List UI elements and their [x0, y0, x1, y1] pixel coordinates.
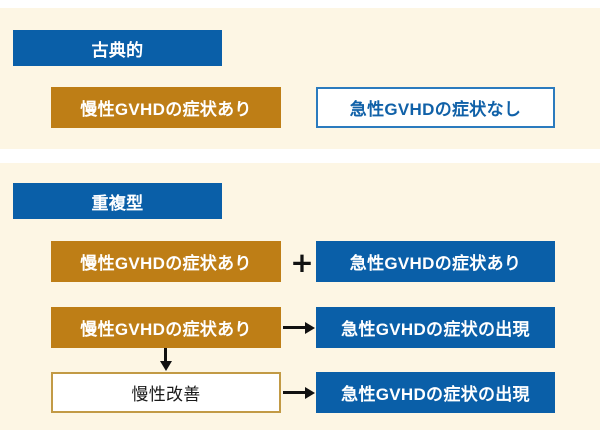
section-classic: 古典的 慢性GVHDの症状あり 急性GVHDの症状なし [0, 8, 600, 149]
classic-row-1-right-box: 急性GVHDの症状なし [316, 87, 555, 128]
arrow-shaft [164, 348, 167, 362]
overlap-row-2-left-box: 慢性GVHDの症状あり [51, 307, 281, 348]
arrow-down-icon [160, 348, 172, 371]
arrow-right-icon-row-3 [283, 387, 315, 399]
overlap-row-1-right-box: 急性GVHDの症状あり [316, 241, 555, 282]
arrow-shaft [283, 391, 307, 394]
overlap-row-3-left-box: 慢性改善 [51, 372, 281, 413]
section-overlap: 重複型 慢性GVHDの症状あり + 急性GVHDの症状あり 慢性GVHDの症状あ… [0, 163, 600, 430]
arrow-head [305, 322, 315, 334]
overlap-row-2-right-box: 急性GVHDの症状の出現 [316, 307, 555, 348]
arrow-shaft [283, 326, 307, 329]
classic-row-1-left-box: 慢性GVHDの症状あり [51, 87, 281, 128]
arrow-head [305, 387, 315, 399]
arrow-head [160, 361, 172, 371]
plus-icon: + [290, 246, 314, 279]
section-classic-header: 古典的 [13, 30, 222, 66]
overlap-row-1-left-box: 慢性GVHDの症状あり [51, 241, 281, 282]
arrow-right-icon-row-2 [283, 322, 315, 334]
overlap-row-3-right-box: 急性GVHDの症状の出現 [316, 372, 555, 413]
section-overlap-header: 重複型 [13, 183, 222, 219]
